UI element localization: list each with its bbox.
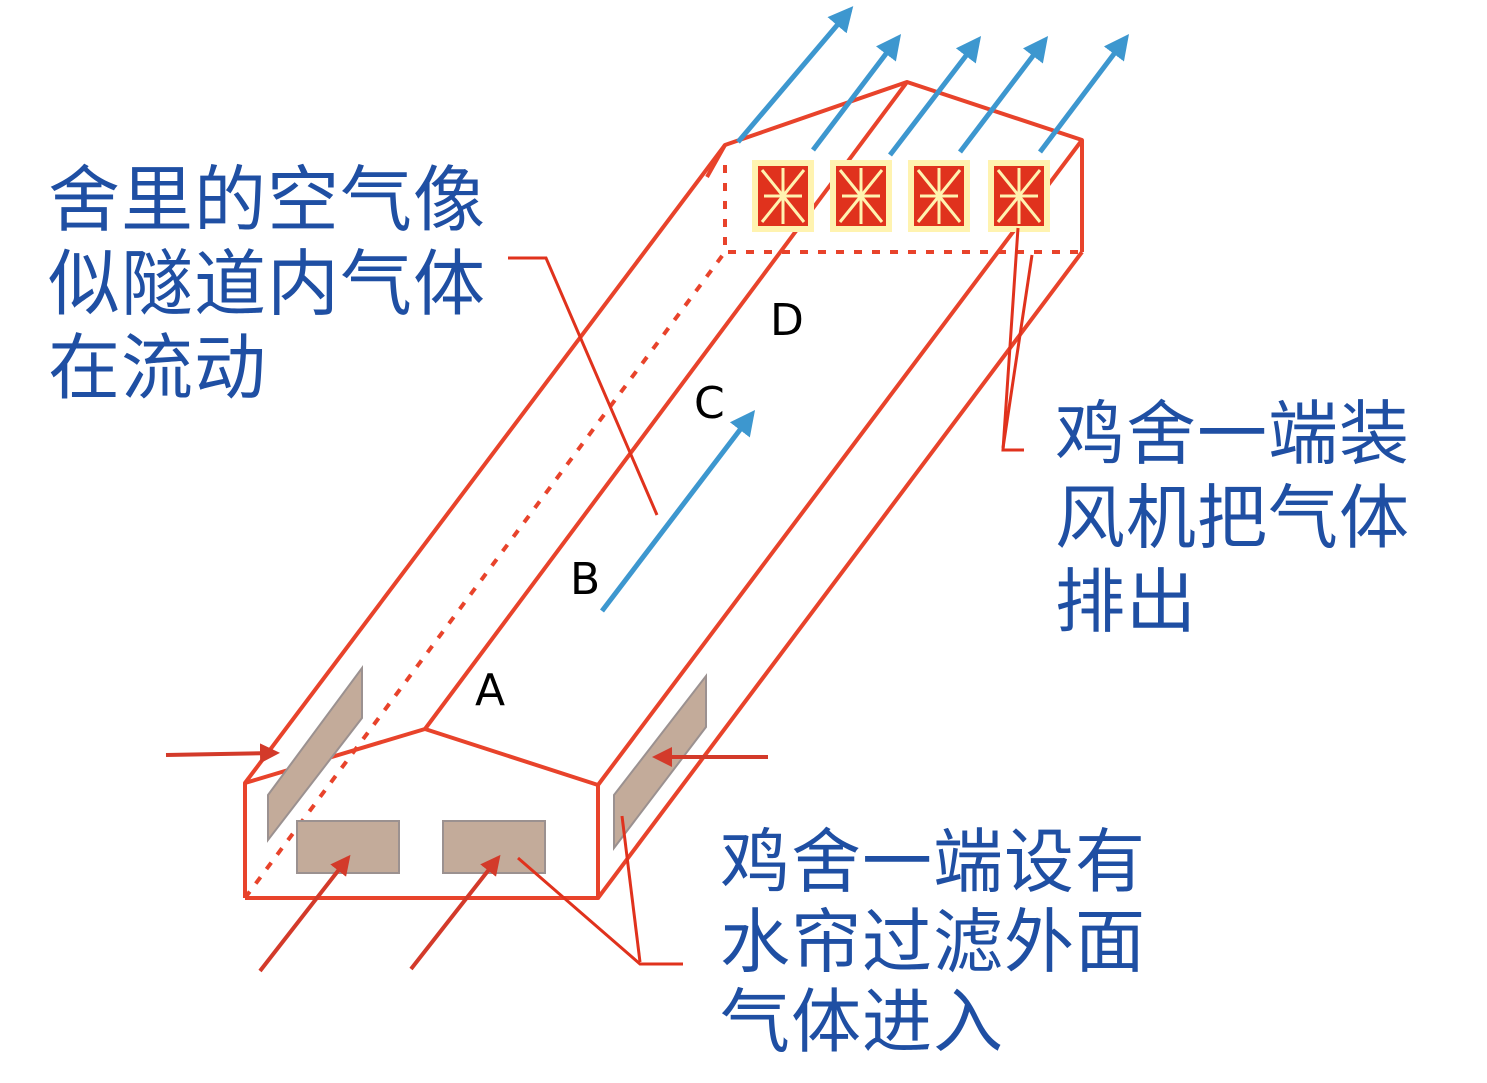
caption-line: 在流动: [48, 326, 268, 410]
leader-lines: [508, 227, 1034, 966]
internal-airflow-arrow-icon: [600, 410, 756, 613]
leader-curtain: [517, 856, 683, 966]
exhaust-airflow-arrow-icon: [1038, 34, 1130, 154]
left-eave-edge: [243, 143, 727, 785]
caption-line: 似隧道内气体: [48, 242, 487, 326]
caption-line: 排出: [1055, 561, 1197, 643]
intake-arrow-left-side-icon: [165, 743, 280, 764]
exhaust-fan-icon: [752, 160, 814, 232]
roof-ridge: [423, 80, 909, 731]
intake-airflow-arrows: [165, 743, 768, 973]
caption-tunnel-air: 舍里的空气像 似隧道内气体 在流动: [48, 158, 486, 410]
exhaust-airflow-arrow-icon: [736, 6, 854, 144]
exhaust-airflow-arrow-icon: [888, 36, 982, 157]
exhaust-fan-icon: [988, 160, 1050, 232]
leader-fans: [1001, 227, 1024, 452]
caption-fan-end: 鸡舍一端装 风机把气体 排出: [1055, 392, 1410, 644]
leader-curtain-2: [620, 815, 642, 963]
exhaust-fan-icon: [830, 160, 892, 232]
caption-line: 水帘过滤外面: [720, 901, 1146, 983]
point-label-d: D: [770, 295, 804, 346]
front-vent-left: [296, 820, 400, 874]
point-label-a: A: [475, 665, 505, 716]
far-wall-hidden-edge: [723, 165, 1082, 254]
building-outline: [243, 80, 1084, 900]
caption-water-curtain-end: 鸡舍一端设有 水帘过滤外面 气体进入: [720, 822, 1146, 1062]
intake-arrow-front-left-icon: [258, 854, 351, 973]
caption-line: 风机把气体: [1055, 477, 1410, 559]
exhaust-fan-icon: [908, 160, 970, 232]
hidden-left-base-edge: [243, 250, 727, 900]
leader-fans-2: [1001, 254, 1034, 449]
caption-line: 鸡舍一端装: [1055, 393, 1410, 475]
intake-arrow-front-right-icon: [409, 854, 501, 971]
caption-line: 舍里的空气像: [48, 158, 487, 242]
left-side-vent: [267, 664, 363, 843]
caption-line: 气体进入: [720, 981, 1004, 1063]
leader-tunnel-air: [508, 256, 659, 516]
exhaust-airflow-arrows: [736, 6, 1130, 157]
right-eave-edge: [596, 138, 1084, 787]
point-label-c: C: [694, 378, 725, 429]
near-end-wall: [243, 727, 600, 900]
exhaust-fans: [752, 160, 1050, 232]
exhaust-airflow-arrow-icon: [958, 36, 1049, 154]
exhaust-airflow-arrow-icon: [811, 34, 902, 152]
right-base-edge: [596, 250, 1084, 900]
caption-line: 鸡舍一端设有: [720, 821, 1146, 903]
point-label-b: B: [570, 554, 600, 605]
